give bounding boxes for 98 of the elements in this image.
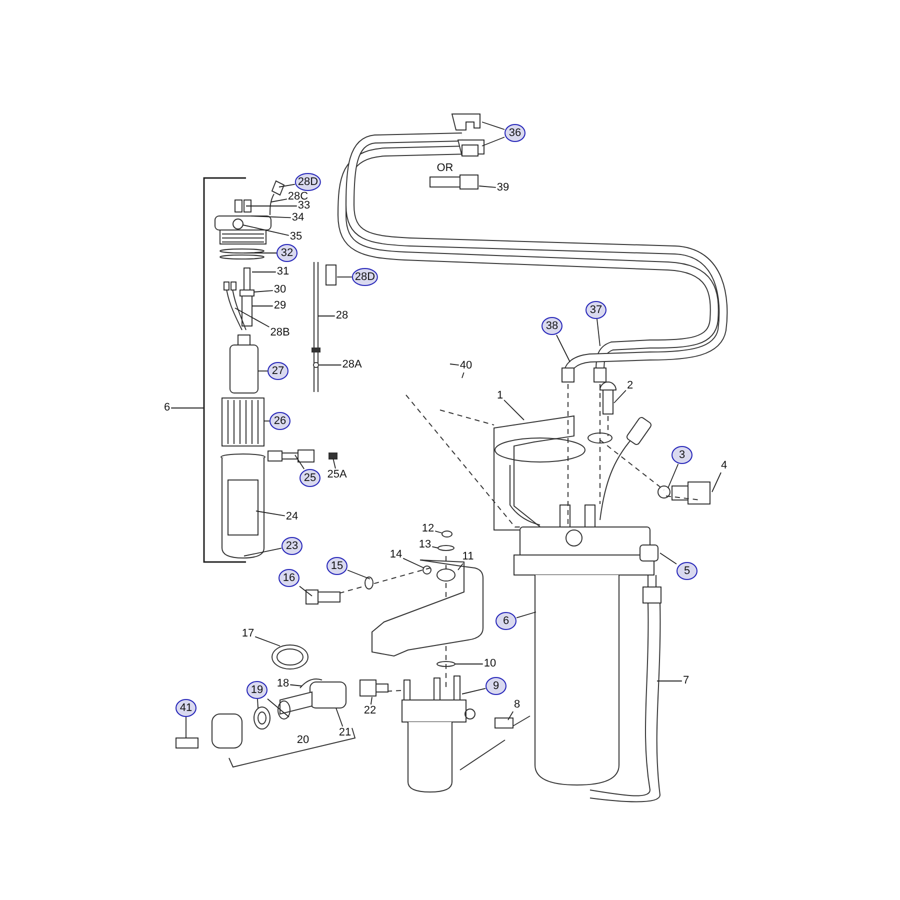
callout-number: 10 bbox=[482, 658, 498, 670]
callout-number: 23 bbox=[282, 537, 302, 555]
callout-number: 33 bbox=[296, 200, 312, 212]
leader-line bbox=[432, 546, 438, 548]
leader-line bbox=[458, 563, 464, 570]
leader-line bbox=[244, 548, 282, 556]
callout-number: 28 bbox=[334, 310, 350, 322]
retaining-ring-drawing bbox=[278, 700, 290, 720]
callout-number: 2 bbox=[626, 380, 634, 392]
leader-line bbox=[278, 184, 296, 188]
leader-line bbox=[242, 224, 290, 236]
leader-line bbox=[234, 308, 270, 328]
leader-line bbox=[596, 318, 600, 346]
callout-number: 40 bbox=[458, 360, 474, 372]
alternative-note: OR bbox=[436, 162, 454, 174]
callout-number: 37 bbox=[586, 301, 606, 319]
callout-number: 32 bbox=[276, 244, 298, 262]
leader-line bbox=[318, 364, 342, 366]
leader-line bbox=[254, 290, 274, 292]
callout-number: 38 bbox=[542, 317, 562, 335]
leader-line bbox=[712, 472, 722, 492]
leader-line bbox=[434, 530, 442, 534]
leader-line bbox=[250, 216, 292, 218]
leader-line bbox=[482, 122, 505, 130]
leader-line bbox=[556, 334, 570, 362]
leader-line bbox=[450, 364, 460, 366]
callout-number: 14 bbox=[388, 548, 404, 562]
leader-line bbox=[478, 186, 496, 188]
callout-number: 31 bbox=[276, 266, 290, 278]
leader-line bbox=[256, 510, 286, 516]
callout-number: 20 bbox=[296, 734, 310, 746]
callout-number: 41 bbox=[176, 699, 196, 717]
leader-line bbox=[264, 420, 270, 422]
callout-number: 26 bbox=[270, 412, 290, 430]
callout-number: 16 bbox=[278, 569, 300, 587]
leader-line bbox=[402, 558, 424, 568]
callout-number: 27 bbox=[268, 362, 288, 380]
callout-number: 9 bbox=[486, 677, 506, 695]
leader-line bbox=[258, 370, 268, 372]
leader-line bbox=[370, 696, 372, 705]
washer-drawing bbox=[438, 545, 454, 551]
leader-line bbox=[462, 688, 486, 694]
leader-line bbox=[299, 586, 312, 596]
leader-line bbox=[614, 390, 626, 404]
callout-number: 6 bbox=[496, 612, 516, 630]
leader-line bbox=[504, 400, 524, 420]
leader-line bbox=[482, 136, 505, 146]
callout-number: 3 bbox=[672, 446, 692, 464]
callout-number: 22 bbox=[362, 704, 378, 718]
callout-number: 8 bbox=[512, 698, 522, 712]
callout-number: 21 bbox=[338, 726, 352, 740]
leader-line bbox=[462, 372, 464, 378]
callout-number: 39 bbox=[496, 182, 510, 194]
leader-line bbox=[270, 198, 288, 202]
leader-line bbox=[257, 698, 258, 708]
leader-line bbox=[656, 680, 682, 682]
callout-number: 6 bbox=[162, 402, 172, 414]
connector-drawing bbox=[271, 180, 285, 196]
callout-number: 19 bbox=[246, 681, 268, 699]
washer-drawing bbox=[254, 706, 270, 730]
callout-number: 29 bbox=[272, 300, 288, 312]
leader-line bbox=[294, 454, 305, 470]
callout-number: 4 bbox=[720, 460, 728, 472]
fitting-drawing bbox=[268, 450, 314, 462]
leader-line bbox=[660, 552, 677, 564]
callout-number: 35 bbox=[288, 230, 304, 244]
callout-number: 34 bbox=[290, 212, 306, 224]
callout-number: 25A bbox=[326, 468, 348, 482]
leader-line bbox=[244, 252, 277, 254]
callout-number: 13 bbox=[418, 538, 432, 552]
callout-number: 28B bbox=[269, 326, 291, 340]
callout-number: 24 bbox=[284, 510, 300, 524]
callout-number: 18 bbox=[276, 678, 290, 690]
mounting-bracket-drawing bbox=[372, 560, 484, 656]
callout-number: 5 bbox=[676, 562, 698, 580]
callout-number: 25 bbox=[300, 469, 320, 487]
leader-line bbox=[347, 570, 370, 580]
leader-line bbox=[290, 684, 302, 686]
callout-number: 15 bbox=[326, 557, 348, 575]
callout-number: 28A bbox=[341, 358, 363, 372]
callout-number: 17 bbox=[240, 628, 256, 640]
wire-drawing bbox=[270, 194, 274, 216]
leader-line bbox=[332, 458, 336, 469]
callout-number: 30 bbox=[272, 284, 288, 296]
leader-line bbox=[267, 698, 290, 718]
leader-line bbox=[508, 711, 514, 720]
leader-line bbox=[254, 636, 280, 646]
callout-number: 1 bbox=[496, 390, 504, 402]
leader-line bbox=[516, 612, 536, 618]
leader-line bbox=[336, 276, 352, 278]
leader-line bbox=[336, 708, 344, 727]
callout-number: 7 bbox=[682, 674, 690, 688]
callout-number: 28D bbox=[294, 173, 322, 191]
callout-number: 36 bbox=[504, 124, 526, 142]
leader-line bbox=[668, 464, 679, 488]
callout-number: 28D bbox=[352, 268, 378, 286]
callout-number: 11 bbox=[461, 550, 475, 564]
callout-number: 12 bbox=[420, 522, 436, 536]
